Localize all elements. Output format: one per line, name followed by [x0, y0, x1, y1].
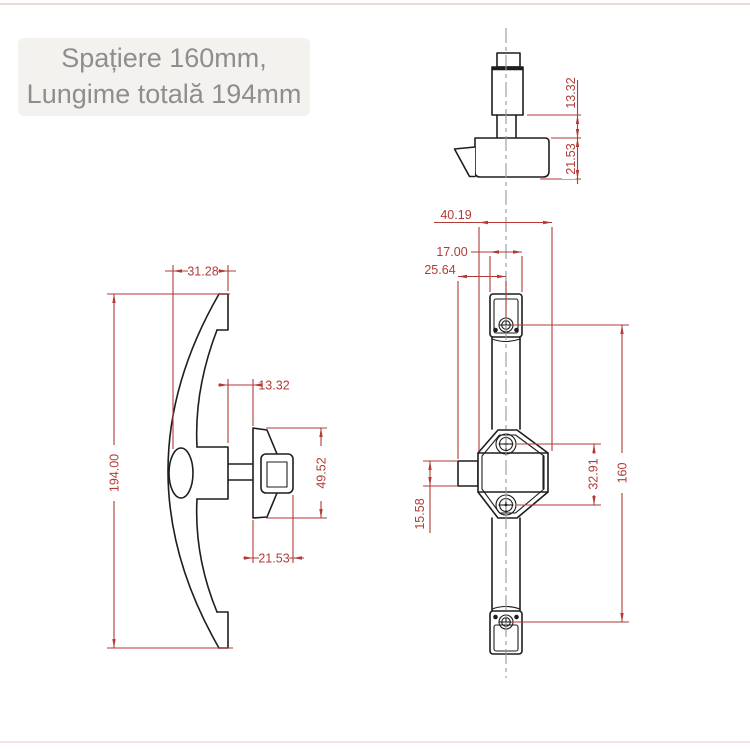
title-line-2: Lungime totală 194mm [26, 79, 302, 109]
latch-tongue [453, 146, 476, 178]
latch-base-block [474, 137, 550, 178]
title-line-1: Spațiere 160mm, [61, 43, 267, 73]
dim-arrow [592, 496, 596, 505]
dimensions-front-view: 40.19 17.00 25.64 160 [413, 208, 630, 623]
dim-screw-spacing: 32.91 [587, 458, 601, 489]
handle-bottom-cap [216, 611, 229, 649]
title-block: Spațiere 160mm, Lungime totală 194mm [18, 38, 310, 116]
latch-tongue-fill [454, 147, 475, 177]
dim-arrow [575, 138, 580, 147]
dimensions-side-view: 31.28 194.00 13.32 49.52 [105, 264, 329, 649]
latch-knob [260, 453, 294, 494]
dim-arrow [513, 250, 522, 254]
bar-arc [491, 338, 521, 343]
handle-side-view [167, 293, 294, 649]
dim-arrow [173, 269, 182, 273]
top-divider [0, 3, 750, 5]
bottom-divider [0, 741, 750, 743]
dim-arrow [543, 220, 552, 225]
dim-stem-length: 13.32 [258, 379, 289, 393]
dim-arrow [244, 556, 253, 560]
handle-hub [196, 446, 229, 500]
slot-foot [514, 327, 519, 333]
dim-arrow [575, 115, 580, 124]
dim-body-width: 40.19 [440, 208, 471, 222]
spindle-body [491, 66, 524, 116]
dimensions-detail-view: 13.32 21.53 [527, 72, 581, 184]
latch-detail-top-view [453, 52, 550, 178]
slot-foot [493, 327, 498, 333]
dim-arrow [219, 383, 228, 387]
dim-arrow [428, 477, 432, 486]
dim-arrow [428, 461, 432, 470]
handle-boss-oval [168, 447, 194, 499]
dim-stem-height: 13.32 [564, 77, 578, 108]
dim-arrow [620, 325, 624, 334]
dim-latch-depth: 21.53 [258, 552, 289, 566]
latch-knob-face [266, 461, 288, 488]
side-tab [457, 460, 479, 487]
dim-arrow [490, 250, 499, 254]
handle-outer-curve [167, 293, 220, 649]
dim-arrow [112, 639, 116, 648]
dim-depth: 31.28 [187, 265, 218, 279]
dim-arrow [479, 220, 488, 225]
dim-arrow [319, 428, 323, 437]
dim-arrow [319, 509, 323, 518]
dim-arrow [458, 274, 467, 279]
dim-base-height: 21.53 [564, 143, 578, 174]
dim-center-offset: 25.64 [424, 263, 455, 277]
handle-inner-curve-bottom [195, 498, 218, 613]
dim-bar-width: 17.00 [436, 245, 467, 259]
dim-arrow [620, 613, 624, 622]
dim-arrow [575, 170, 580, 179]
dim-arrow [253, 383, 262, 387]
dim-arrow [592, 444, 596, 453]
dim-total-length: 194.00 [108, 454, 122, 492]
spindle-cap [496, 52, 521, 68]
slot-foot [514, 614, 519, 620]
dim-arrow [293, 556, 302, 560]
hex-inner-outline [481, 434, 545, 514]
handle-front-view [457, 293, 549, 655]
dim-arrow [575, 129, 580, 138]
dim-tab-height: 15.58 [413, 498, 427, 529]
dim-latch-height: 49.52 [315, 457, 329, 488]
handle-top-cap [216, 293, 229, 331]
slot-foot [493, 614, 498, 620]
handle-inner-curve-top [195, 329, 218, 448]
dim-arrow [497, 274, 506, 279]
dim-mount-spacing: 160 [616, 463, 630, 484]
dim-arrow [112, 294, 116, 303]
dim-arrow [219, 269, 228, 273]
